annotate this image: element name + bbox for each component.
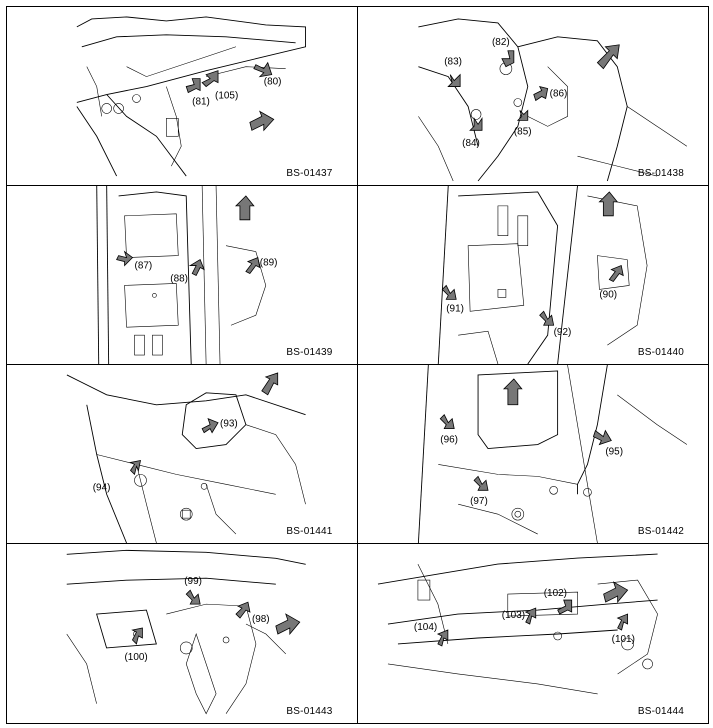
pointer-arrow-80: [253, 61, 273, 78]
vehicle-frame-outline: [66, 374, 306, 543]
vehicle-frame-outline: [96, 186, 267, 364]
panel-drawing: (101) (102) (103) (104): [377, 553, 658, 695]
panel-drawing: (80) (81) (105): [76, 16, 307, 177]
callout-label: (94): [93, 482, 111, 493]
callout-label: (83): [444, 57, 462, 68]
vehicle-frame-outline: [66, 549, 306, 715]
panel-bs-01444: (101) (102) (103) (104) BS-01444: [358, 544, 709, 723]
pointer-arrow-85: [516, 109, 528, 121]
pointer-arrow-88: [188, 259, 205, 277]
pointer-arrow-96: [439, 414, 455, 430]
callout-label: (98): [252, 614, 270, 625]
callout-label: (104): [413, 622, 436, 633]
callout-label: (81): [192, 96, 210, 107]
callout-label: (93): [220, 419, 238, 430]
front-direction-arrow: [261, 372, 279, 396]
figure-code: BS-01438: [637, 168, 684, 179]
panel-drawing: (98) (99) (100): [66, 549, 306, 715]
pointer-arrow-95: [592, 429, 612, 446]
callout-label: (87): [135, 261, 153, 272]
front-direction-arrow: [596, 44, 620, 70]
panel-drawing: (93) (94): [66, 372, 306, 543]
pointer-arrow-91: [441, 284, 457, 300]
pointer-arrow-104: [436, 629, 448, 647]
callout-label: (86): [549, 88, 567, 99]
pointer-arrow-86: [532, 85, 548, 102]
pointer-arrow-103: [524, 607, 536, 625]
pointer-arrow-94: [129, 459, 141, 476]
front-direction-arrow: [502, 378, 523, 406]
front-direction-arrow: [275, 613, 301, 636]
vehicle-frame-outline: [417, 18, 687, 182]
panel-bs-01437: (80) (81) (105) BS-01437: [7, 7, 358, 186]
callout-label: (88): [170, 273, 188, 284]
pointer-arrow-83: [446, 73, 461, 87]
panel-drawing: (95) (96) (97): [417, 365, 687, 543]
figure-code: BS-01444: [637, 706, 684, 717]
callout-label: (80): [264, 77, 282, 88]
panel-drawing: (90) (91) (92): [437, 186, 647, 364]
callout-label: (99): [184, 576, 202, 587]
callout-label: (105): [215, 90, 238, 101]
pointer-arrow-81: [185, 78, 201, 94]
callout-label: (101): [611, 634, 634, 645]
callout-label: (92): [553, 327, 571, 338]
panel-bs-01440: (90) (91) (92) BS-01440: [357, 186, 708, 365]
pointer-arrow-89: [245, 257, 261, 275]
pointer-arrow-98: [235, 601, 251, 619]
pointer-arrow-99: [185, 589, 201, 605]
panel-bs-01438: (82) (83) (84) (85) (86) BS-01438: [357, 7, 708, 186]
front-direction-arrow: [249, 110, 275, 132]
pointer-arrow-92: [538, 310, 554, 326]
front-direction-arrow: [602, 581, 628, 604]
pointer-arrow-100: [131, 627, 143, 645]
figure-code: BS-01439: [286, 347, 333, 358]
panel-bs-01442: (95) (96) (97) BS-01442: [357, 365, 708, 544]
callout-label: (95): [605, 446, 623, 457]
vehicle-frame-outline: [76, 16, 307, 177]
callout-label: (85): [513, 126, 531, 137]
pointer-arrow-93: [201, 418, 219, 434]
pointer-arrow-84: [468, 117, 482, 131]
callout-label: (97): [470, 496, 488, 507]
callout-label: (100): [124, 652, 147, 663]
pointer-arrow-105: [201, 70, 219, 88]
panel-drawing: (87) (88) (89): [96, 186, 278, 364]
pointer-arrow-82: [500, 50, 514, 68]
pointer-arrow-87: [116, 250, 134, 267]
callout-label: (82): [491, 37, 509, 48]
front-direction-arrow: [597, 191, 618, 217]
callout-label: (89): [260, 258, 278, 269]
figure-code: BS-01443: [286, 706, 333, 717]
callout-label: (96): [440, 435, 458, 446]
vehicle-frame-outline: [417, 365, 687, 543]
front-direction-arrow: [234, 195, 255, 221]
diagram-grid: (80) (81) (105) BS-01437: [6, 6, 709, 724]
panel-bs-01439: (87) (88) (89) BS-01439: [7, 186, 358, 365]
vehicle-frame-outline: [377, 553, 658, 695]
panel-bs-01443: (98) (99) (100) BS-01443: [7, 544, 358, 723]
figure-code: BS-01437: [286, 168, 333, 179]
figure-code: BS-01441: [286, 526, 333, 537]
pointer-arrow-101: [616, 613, 628, 631]
pointer-arrow-102: [556, 599, 572, 615]
pointer-arrow-97: [473, 475, 488, 491]
callout-label: (102): [543, 588, 566, 599]
pointer-arrow-90: [608, 265, 624, 282]
callout-label: (90): [599, 289, 617, 300]
callout-label: (84): [462, 138, 480, 149]
vehicle-frame-outline: [437, 186, 647, 364]
figure-code: BS-01442: [637, 526, 684, 537]
figure-code: BS-01440: [637, 347, 684, 358]
callout-label: (103): [501, 610, 524, 621]
callout-label: (91): [446, 303, 464, 314]
panel-bs-01441: (93) (94) BS-01441: [7, 365, 358, 544]
panel-drawing: (82) (83) (84) (85) (86): [417, 18, 687, 182]
